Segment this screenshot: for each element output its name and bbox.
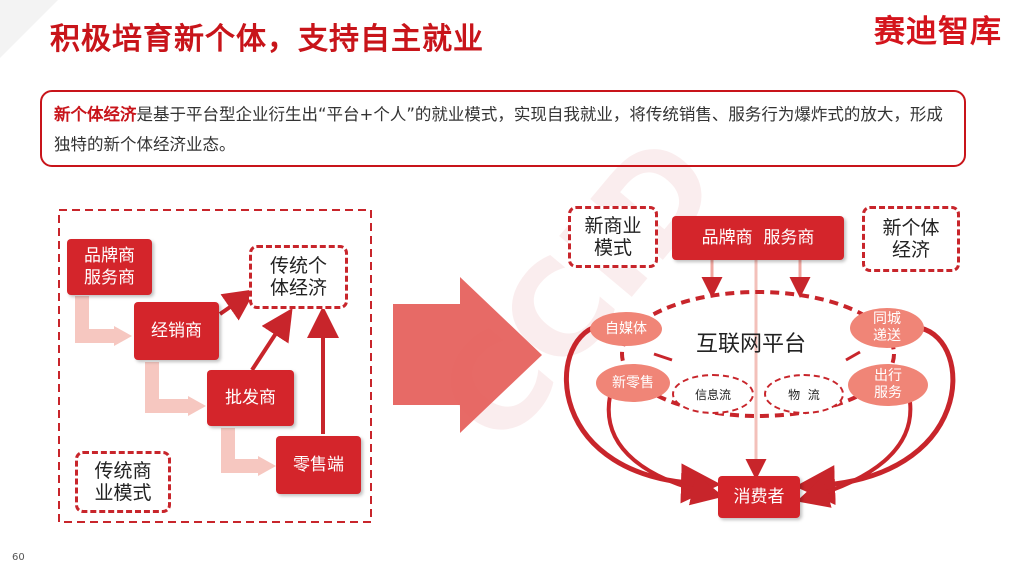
traditional-business-model: 传统商 业模式 <box>75 451 171 513</box>
brand-logo: 赛迪智库 <box>874 14 1002 50</box>
step-label: 品牌商 服务商 <box>84 246 135 288</box>
step-brand-service: 品牌商 服务商 <box>67 239 152 295</box>
page-title: 积极培育新个体，支持自主就业 <box>50 22 484 57</box>
page-number: 60 <box>12 552 25 563</box>
step-distributor: 经销商 <box>134 302 219 360</box>
node-label: 自媒体 <box>605 320 647 337</box>
node-label: 出行 服务 <box>874 368 902 401</box>
flow-logistics: 物 流 <box>764 374 844 414</box>
step-label: 经销商 <box>151 321 202 341</box>
outcome-label: 传统个 体经济 <box>269 255 327 299</box>
step-wholesaler: 批发商 <box>207 370 294 426</box>
node-self-media: 自媒体 <box>590 312 662 346</box>
intro-highlight: 新个体经济 <box>54 105 137 124</box>
traditional-individual-economy: 传统个 体经济 <box>249 245 348 309</box>
model-label: 新商业 模式 <box>584 215 642 259</box>
intro-box: 新个体经济是基于平台型企业衍生出“平台+个人”的就业模式，实现自我就业，将传统销… <box>40 90 966 167</box>
corner-decoration <box>0 0 58 58</box>
node-label: 同城 递送 <box>873 311 901 344</box>
internet-platform-label: 互联网平台 <box>696 332 807 357</box>
node-local-delivery: 同城 递送 <box>850 308 924 348</box>
brand-service-box: 品牌商 服务商 <box>672 216 844 260</box>
node-travel-service: 出行 服务 <box>848 364 928 406</box>
flow-label: 信息流 <box>694 387 731 402</box>
outcome-label: 新个体 经济 <box>882 217 940 261</box>
top-box-label: 品牌商 服务商 <box>701 228 815 248</box>
step-label: 批发商 <box>225 388 276 408</box>
step-retail: 零售端 <box>276 436 361 494</box>
flow-label: 物 流 <box>788 387 820 402</box>
new-business-model: 新商业 模式 <box>568 206 658 268</box>
consumer-box: 消费者 <box>718 476 800 518</box>
flow-information: 信息流 <box>672 374 754 414</box>
model-label: 传统商 业模式 <box>94 460 152 504</box>
node-label: 新零售 <box>612 374 654 391</box>
consumer-label: 消费者 <box>733 487 785 507</box>
step-label: 零售端 <box>293 455 344 475</box>
new-individual-economy: 新个体 经济 <box>862 206 960 272</box>
intro-text: 是基于平台型企业衍生出“平台+个人”的就业模式，实现自我就业，将传统销售、服务行… <box>54 105 943 154</box>
node-new-retail: 新零售 <box>596 364 670 402</box>
